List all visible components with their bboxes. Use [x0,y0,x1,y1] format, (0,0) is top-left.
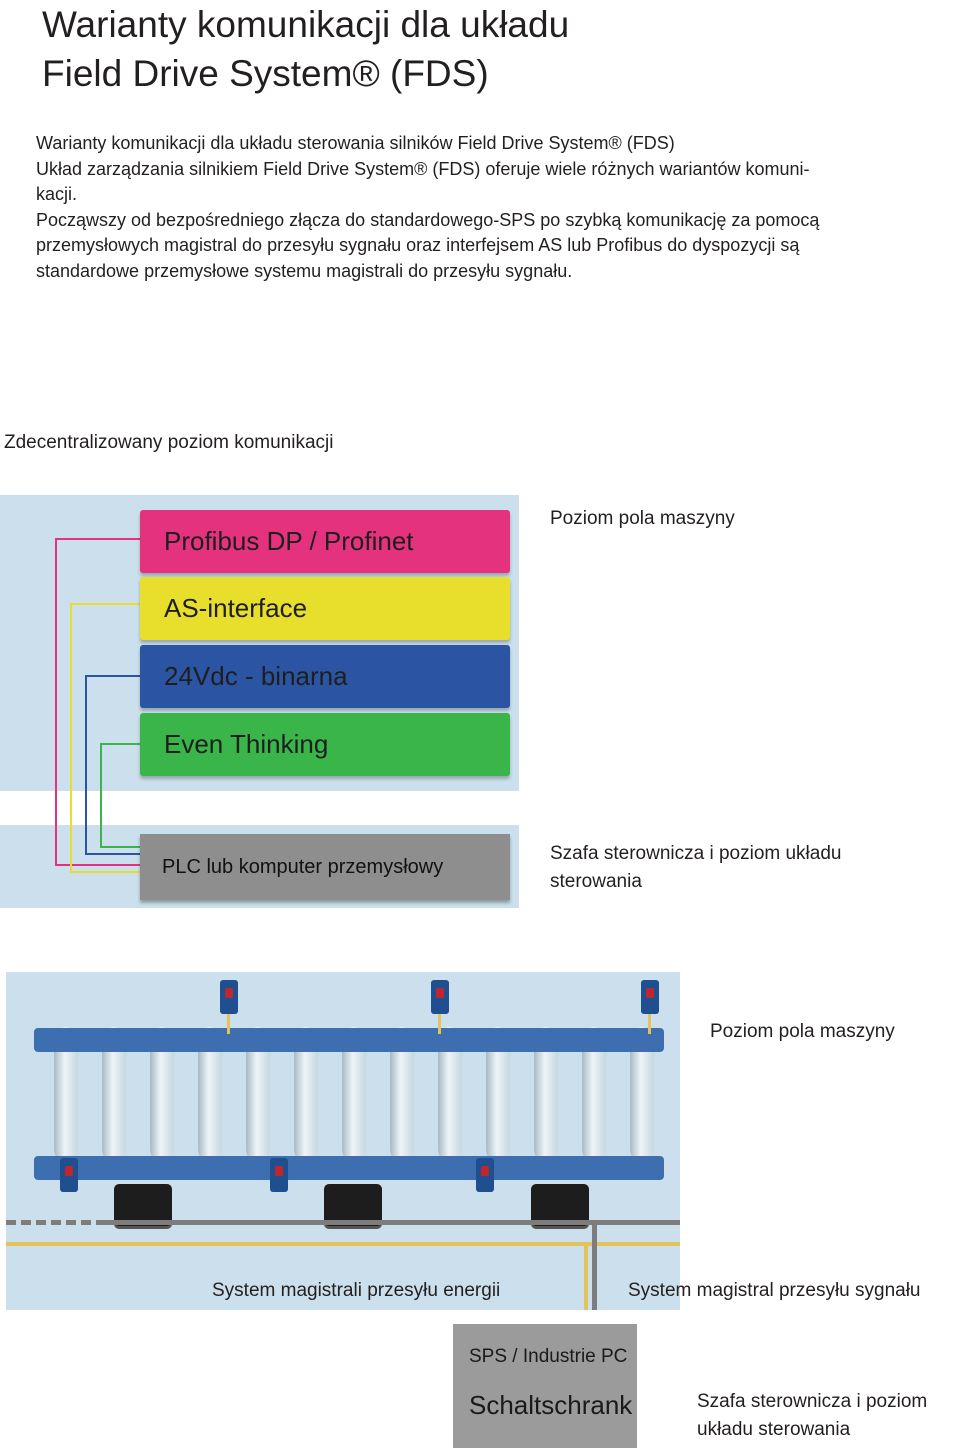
intro-line-3: kacji. [36,184,78,205]
conveyor-diagram [6,972,680,1310]
intro-line-1: Warianty komunikacji dla układu sterowan… [36,133,675,153]
binary-bar: 24Vdc - binarna [140,645,510,708]
sensor-cable [227,1014,230,1034]
signal-bus-drop [584,1242,588,1310]
sensor-icon [220,980,238,1014]
sensor-cable [438,1014,441,1034]
sensor-icon [270,1158,288,1192]
field-level-label-2: Poziom pola maszyny [710,1021,895,1042]
signal-bus-line [6,1242,680,1246]
motor-controller-icon [114,1184,172,1226]
motor-controller-icon [324,1184,382,1226]
conveyor-rail-bottom [34,1156,664,1180]
binary-label: 24Vdc - binarna [164,661,348,691]
even-thinking-label: Even Thinking [164,729,329,759]
plc-bar: PLC lub komputer przemysłowy [140,834,510,900]
as-interface-wire [70,603,140,873]
title-line-1: Warianty komunikacji dla układu [42,4,570,45]
cabinet-label-1-line-1: Szafa sterownicza i poziom układu [550,843,842,864]
cabinet-level-label-2: Szafa sterownicza i poziom układu sterow… [697,1388,927,1444]
profibus-bar: Profibus DP / Profinet [140,510,510,573]
signal-bus-label: System magistral przesyłu sygnału [628,1280,921,1301]
title-line-2: Field Drive System® (FDS) [42,53,489,94]
sensor-icon [60,1158,78,1192]
cabinet-label-2-line-1: Szafa sterownicza i poziom [697,1391,928,1412]
cabinet-level-label-1: Szafa sterownicza i poziom układu sterow… [550,840,841,896]
energy-bus-line [6,1220,106,1225]
profibus-wire [55,538,140,866]
cabinet-label-2-line-2: układu sterowania [697,1419,851,1440]
as-interface-label: AS-interface [164,593,308,623]
sps-title: SPS / Industrie PC [469,1346,628,1367]
energy-bus-label: System magistrali przesyłu energii [212,1280,501,1301]
cabinet-label-1-line-2: sterowania [550,871,642,892]
even-thinking-wire [100,743,140,848]
sps-cabinet-box: SPS / Industrie PC Schaltschrank [453,1324,637,1448]
conveyor-rail-top [34,1028,664,1052]
binary-wire [85,675,140,855]
sensor-icon [431,980,449,1014]
intro-line-5: przemysłowych magistral do przesyłu sygn… [36,235,800,256]
intro-text: Warianty komunikacji dla układu sterowan… [36,131,956,285]
page-title: Warianty komunikacji dla układu Field Dr… [42,0,569,98]
even-thinking-bar: Even Thinking [140,713,510,776]
intro-line-2: Układ zarządzania silnikiem Field Drive … [36,158,810,179]
intro-line-6: standardowe przemysłowe systemu magistra… [36,260,573,281]
communication-levels-diagram: Profibus DP / Profinet AS-interface 24Vd… [0,495,519,908]
sensor-icon [476,1158,494,1192]
field-level-label-1: Poziom pola maszyny [550,508,735,529]
energy-bus-drop [592,1220,597,1310]
sensor-cable [648,1014,651,1034]
section-heading: Zdecentralizowany poziom komunikacji [4,432,334,453]
sensor-icon [641,980,659,1014]
plc-label: PLC lub komputer przemysłowy [162,856,444,878]
motor-controller-icon [531,1184,589,1226]
energy-bus-line [106,1220,680,1225]
sps-subtitle: Schaltschrank [469,1390,633,1420]
as-interface-bar: AS-interface [140,577,510,640]
profibus-label: Profibus DP / Profinet [164,526,414,556]
intro-line-4: Począwszy od bezpośredniego złącza do st… [36,209,820,230]
